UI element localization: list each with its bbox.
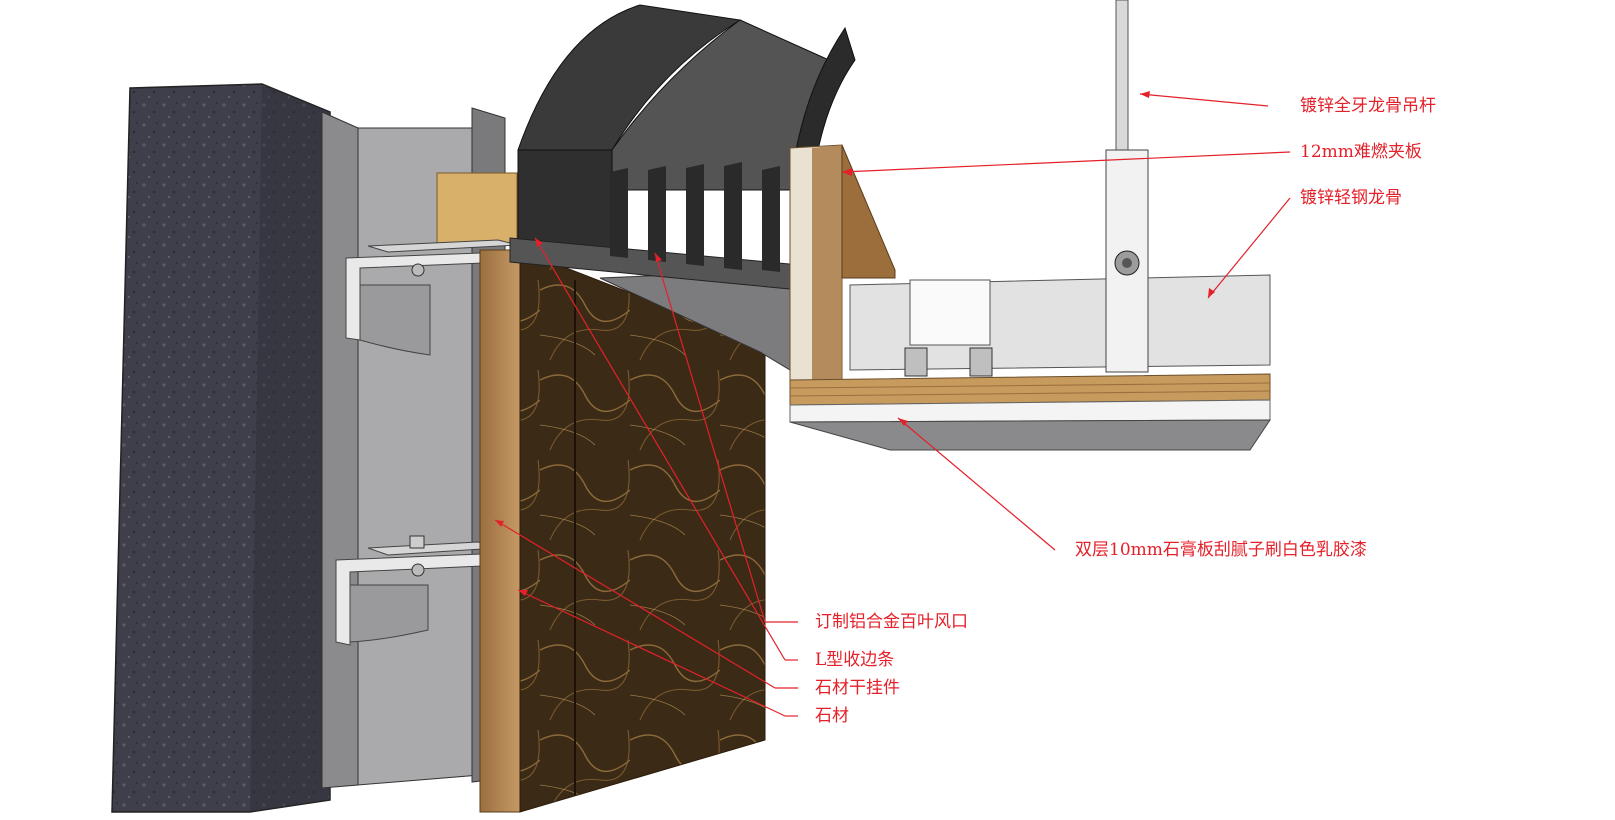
label-gypsum-board: 双层10mm石膏板刮腻子刷白色乳胶漆 — [1075, 540, 1367, 560]
label-l-trim: L型收边条 — [815, 650, 895, 670]
callout-arrowheads — [495, 91, 1215, 596]
hanger-rod-assembly — [1105, 0, 1149, 373]
ceiling-boards — [789, 373, 1271, 451]
label-fire-board: 12mm难燃夹板 — [1300, 142, 1422, 162]
air-duct — [517, 4, 856, 256]
louver-vent — [509, 162, 801, 291]
galvanized-steel-keel — [849, 274, 1271, 377]
callout-leaders — [494, 93, 1291, 717]
label-stone: 石材 — [815, 706, 849, 726]
label-louver-vent: 订制铝合金百叶风口 — [815, 612, 968, 632]
fire-plywood-vertical — [789, 144, 896, 399]
concrete-wall — [111, 83, 331, 813]
stone-panel — [479, 249, 766, 813]
wood-block — [436, 172, 518, 244]
label-hanger-rod: 镀锌全牙龙骨吊杆 — [1300, 96, 1436, 116]
label-stone-hanger: 石材干挂件 — [815, 678, 900, 698]
label-steel-keel: 镀锌轻钢龙骨 — [1300, 188, 1402, 208]
